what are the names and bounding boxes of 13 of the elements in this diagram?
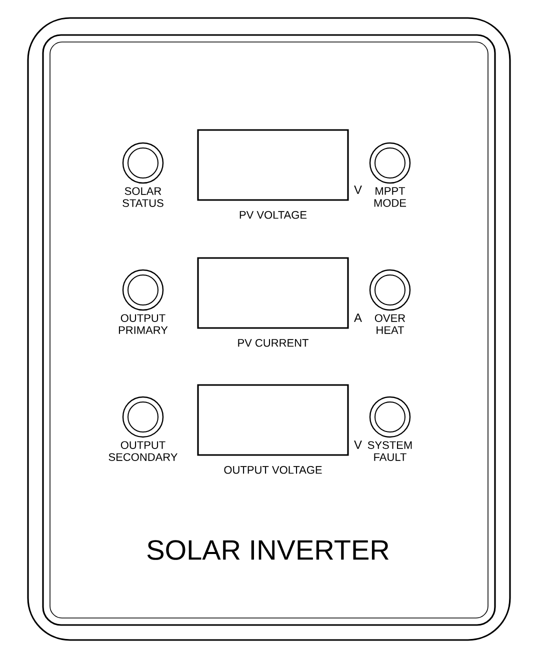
- display-label: PV CURRENT: [238, 339, 308, 347]
- unit-label: V: [354, 186, 362, 194]
- indicator-label: OUTPUT PRIMARY: [118, 314, 168, 334]
- indicator-label: MPPT MODE: [374, 187, 406, 207]
- display-label: PV VOLTAGE: [240, 211, 307, 219]
- unit-label: A: [354, 314, 362, 322]
- unit-label: V: [354, 440, 362, 449]
- display-label: OUTPUT VOLTAGE: [224, 466, 322, 474]
- indicator-label: SYSTEM FAULT: [368, 441, 412, 461]
- indicator-label: OVER HEAT: [374, 314, 406, 334]
- indicator-label: SOLAR STATUS: [122, 187, 164, 207]
- indicator-label: OUTPUT SECONDARY: [108, 441, 178, 461]
- panel-title: SOLAR INVERTER: [147, 540, 389, 560]
